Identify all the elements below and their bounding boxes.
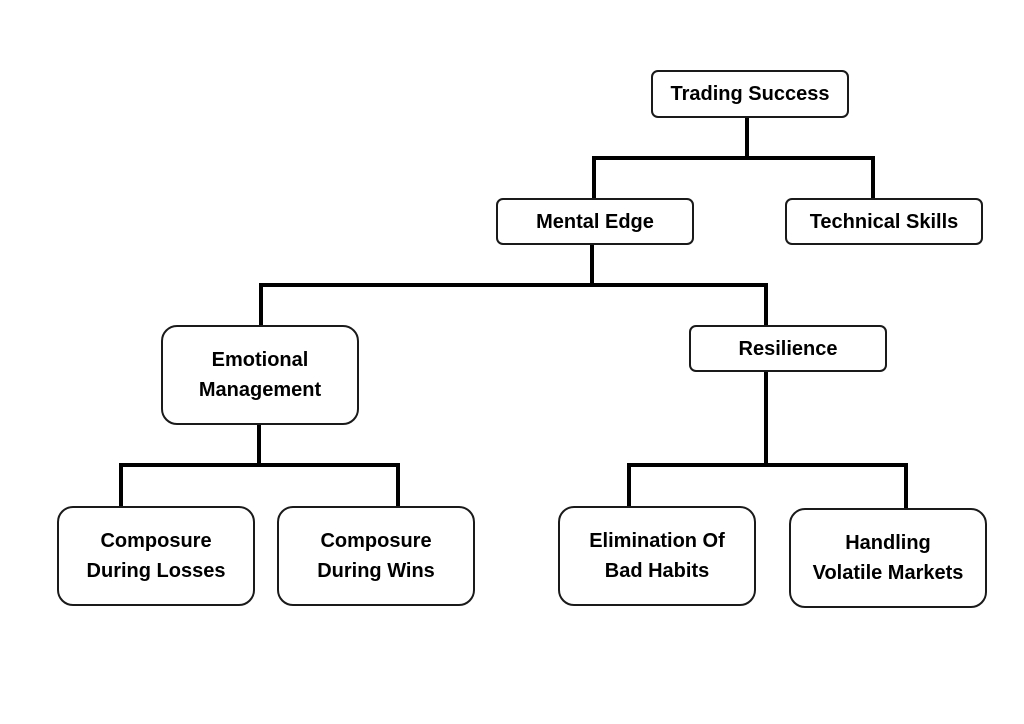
node-mental-edge: Mental Edge [496,198,694,245]
node-label-line-2: Management [198,379,322,401]
node-label-line-1: Elimination Of [589,530,725,552]
node-emotional-management: Emotional Management [161,325,359,425]
node-label: Mental Edge [536,210,654,233]
node-label-line-1: Emotional [211,349,309,371]
node-label-line-1: Composure [320,530,432,552]
node-handling-volatile-markets: Handling Volatile Markets [789,508,987,608]
node-label-line-1: Composure [100,530,212,552]
connector-emotional-management [119,422,400,508]
node-composure-during-wins: Composure During Wins [277,506,475,606]
node-label-line-1: Handling [845,532,931,554]
node-label-line-2: During Losses [86,560,226,582]
connector-mental-edge [259,243,768,327]
node-label: Trading Success [670,83,830,105]
node-label-line-2: Bad Habits [604,560,710,582]
node-technical-skills: Technical Skills [785,198,983,245]
node-label: Resilience [738,337,838,360]
node-trading-success: Trading Success [651,70,849,118]
node-label: Technical Skills [809,210,959,233]
node-composure-during-losses: Composure During Losses [57,506,255,606]
node-label-line-2: During Wins [317,560,435,582]
node-elimination-of-bad-habits: Elimination Of Bad Habits [558,506,756,606]
node-resilience: Resilience [689,325,887,372]
connector-resilience [627,370,908,510]
connector-root [592,116,875,200]
node-label-line-2: Volatile Markets [812,562,964,584]
